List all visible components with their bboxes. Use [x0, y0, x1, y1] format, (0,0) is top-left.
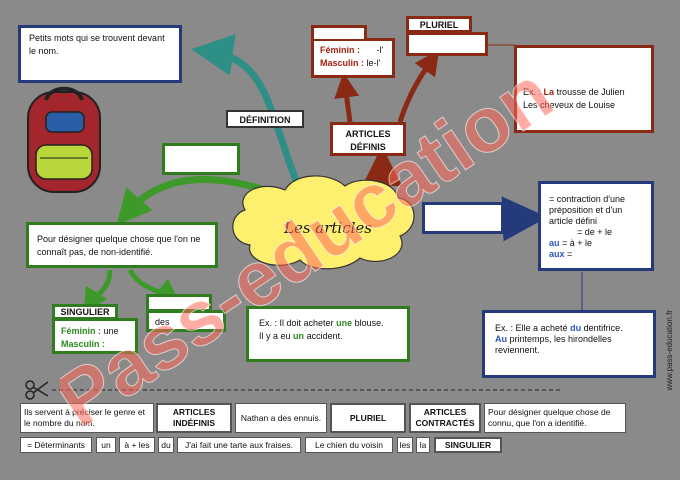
articles-definis-line2: DÉFINIS	[350, 142, 386, 152]
cutout-row2-cell-1[interactable]: = Déterminants	[20, 437, 92, 453]
indefinis-example-box: Ex. : Il doit acheter une blouse. Il y a…	[246, 306, 410, 362]
articles-definis-line1: ARTICLES	[345, 129, 391, 139]
contractes-example-line2: Au printemps, les hirondelles reviennent…	[495, 334, 643, 356]
pluriel-indefinis-box: des	[146, 310, 226, 332]
definition-label: DÉFINITION	[226, 110, 304, 128]
definis-example-rest: trousse de Julien	[556, 87, 625, 97]
contractes-example-part3: printemps, les hirondelles reviennent.	[495, 334, 612, 355]
arrow-to-definition	[191, 34, 304, 192]
arrow-to-pluriel-def	[397, 49, 440, 123]
pluriel-definis-label: PLURIEL	[406, 16, 472, 33]
pluriel-indef-value: des	[155, 317, 170, 327]
indefinis-example-line2: Il y a eu un accident.	[259, 330, 397, 343]
indef-example-part1: Il doit acheter	[279, 318, 334, 328]
center-cloud	[232, 175, 415, 270]
indef-example-part3: Il y a eu	[259, 331, 291, 341]
contractes-au-word: au	[549, 238, 560, 248]
feminin-indefinis-line: Féminin : une	[61, 325, 129, 338]
contractes-aux-rest: =	[567, 249, 573, 259]
definis-example-prefix: Ex. :	[523, 87, 542, 97]
contractes-line1: = contraction d'une	[549, 194, 626, 204]
contractes-example-word1: du	[570, 323, 582, 333]
contractes-au-rest: = à + le	[562, 238, 593, 248]
contractes-blank-label	[422, 202, 504, 234]
arrow-to-feminin-masculin	[334, 72, 360, 123]
cutout-row1-cell-1[interactable]: Ils servent à préciser le genre et le no…	[20, 403, 154, 433]
feminin-value: -l'	[376, 45, 384, 55]
contractes-example-part1: Elle a acheté	[515, 323, 568, 333]
contractes-aux-line: aux =	[549, 249, 643, 260]
pluriel-definis-blank	[406, 32, 488, 56]
cutout-row2-cell-7[interactable]: les	[397, 437, 413, 453]
contractes-example-box: Ex. : Elle a acheté du dentifrice. Au pr…	[482, 310, 656, 378]
indef-example-part4: accident.	[306, 331, 343, 341]
definis-example-word: La	[543, 87, 555, 97]
cutout-row1-cell-5[interactable]: ARTICLES CONTRACTÉS	[409, 403, 481, 433]
cutout-row2-cell-5[interactable]: J'ai fait une tarte aux fraises.	[177, 437, 301, 453]
backpack-icon	[27, 86, 101, 193]
center-title: Les articles	[283, 219, 372, 237]
contractes-example-word2: Au	[495, 334, 507, 344]
definis-example-line1: Ex. : La trousse de Julien	[523, 86, 645, 99]
cutout-row2-cell-6[interactable]: Le chien du voisin	[305, 437, 393, 453]
contractes-line2: préposition et d'un	[549, 205, 623, 215]
cutout-row1-cell-2[interactable]: ARTICLES INDÉFINIS	[156, 403, 232, 433]
cutout-row2-cell-4[interactable]: du	[158, 437, 174, 453]
cutout-row2-cell-8[interactable]: la	[416, 437, 430, 453]
cutout-row2-cell-3[interactable]: à + les	[119, 437, 155, 453]
indefinis-example-line1: Ex. : Il doit acheter une blouse.	[259, 317, 397, 330]
indefinis-description: Pour désigner quelque chose que l'on ne …	[37, 234, 201, 257]
contractes-definition-box: = contraction d'une préposition et d'un …	[538, 181, 654, 271]
feminin-indef-value: une	[103, 326, 119, 336]
articles-definis-tab	[311, 25, 367, 39]
arrow-to-pluriel-indef	[127, 268, 180, 304]
feminin-indef-label: Féminin :	[61, 326, 101, 336]
indefinis-blank-label	[162, 143, 240, 175]
contractes-line3: article défini	[549, 216, 598, 226]
indefinis-description-box: Pour désigner quelque chose que l'on ne …	[26, 222, 218, 268]
contractes-aux-word: aux	[549, 249, 565, 259]
cutout-row1-cell-4[interactable]: PLURIEL	[330, 403, 406, 433]
side-credit: www.pass-education.fr	[665, 310, 674, 391]
definition-text: Petits mots qui se trouvent devant le no…	[29, 33, 165, 56]
contractes-example-part2: dentifrice.	[583, 323, 623, 333]
scissors-icon	[25, 380, 49, 400]
contractes-example-prefix: Ex. :	[495, 323, 514, 333]
cutout-row1-cell-3[interactable]: Nathan a des ennuis.	[235, 403, 327, 433]
arrow-to-singulier	[83, 269, 113, 314]
feminin-masculin-definis-box: Féminin : -l' Masculin : le-l'	[311, 38, 395, 78]
feminin-definis-line: Féminin : -l'	[320, 44, 386, 57]
contractes-example-line1: Ex. : Elle a acheté du dentifrice.	[495, 323, 643, 334]
cutout-row2-cell-2[interactable]: un	[96, 437, 116, 453]
indef-example-part2: blouse.	[354, 318, 384, 328]
definis-example-line2: Les cheveux de Louise	[523, 100, 616, 110]
definis-example-box: Ex. : La trousse de Julien Les cheveux d…	[514, 45, 654, 133]
masculin-indef-label: Masculin :	[61, 339, 106, 349]
indef-example-word1: une	[336, 318, 353, 328]
cutout-row2-cell-9[interactable]: SINGULIER	[434, 437, 502, 453]
contractes-au-line: au = à + le	[549, 238, 643, 249]
feminin-label: Féminin :	[320, 45, 360, 55]
masculin-label: Masculin :	[320, 58, 365, 68]
definition-box: Petits mots qui se trouvent devant le no…	[18, 25, 182, 83]
masculin-value: le-l'	[366, 58, 381, 68]
contractes-line4: = de + le	[577, 227, 613, 237]
arrow-to-indefinis	[116, 176, 282, 226]
cutout-row1-cell-6[interactable]: Pour désigner quelque chose de connu, qu…	[484, 403, 626, 433]
singulier-indefinis-box: Féminin : une Masculin :	[52, 318, 138, 354]
masculin-indefinis-line: Masculin :	[61, 338, 129, 351]
indef-example-word2: un	[293, 331, 305, 341]
indef-example-prefix: Ex. :	[259, 318, 278, 328]
masculin-definis-line: Masculin : le-l'	[320, 57, 386, 70]
articles-definis-label: ARTICLES DÉFINIS	[330, 122, 406, 156]
